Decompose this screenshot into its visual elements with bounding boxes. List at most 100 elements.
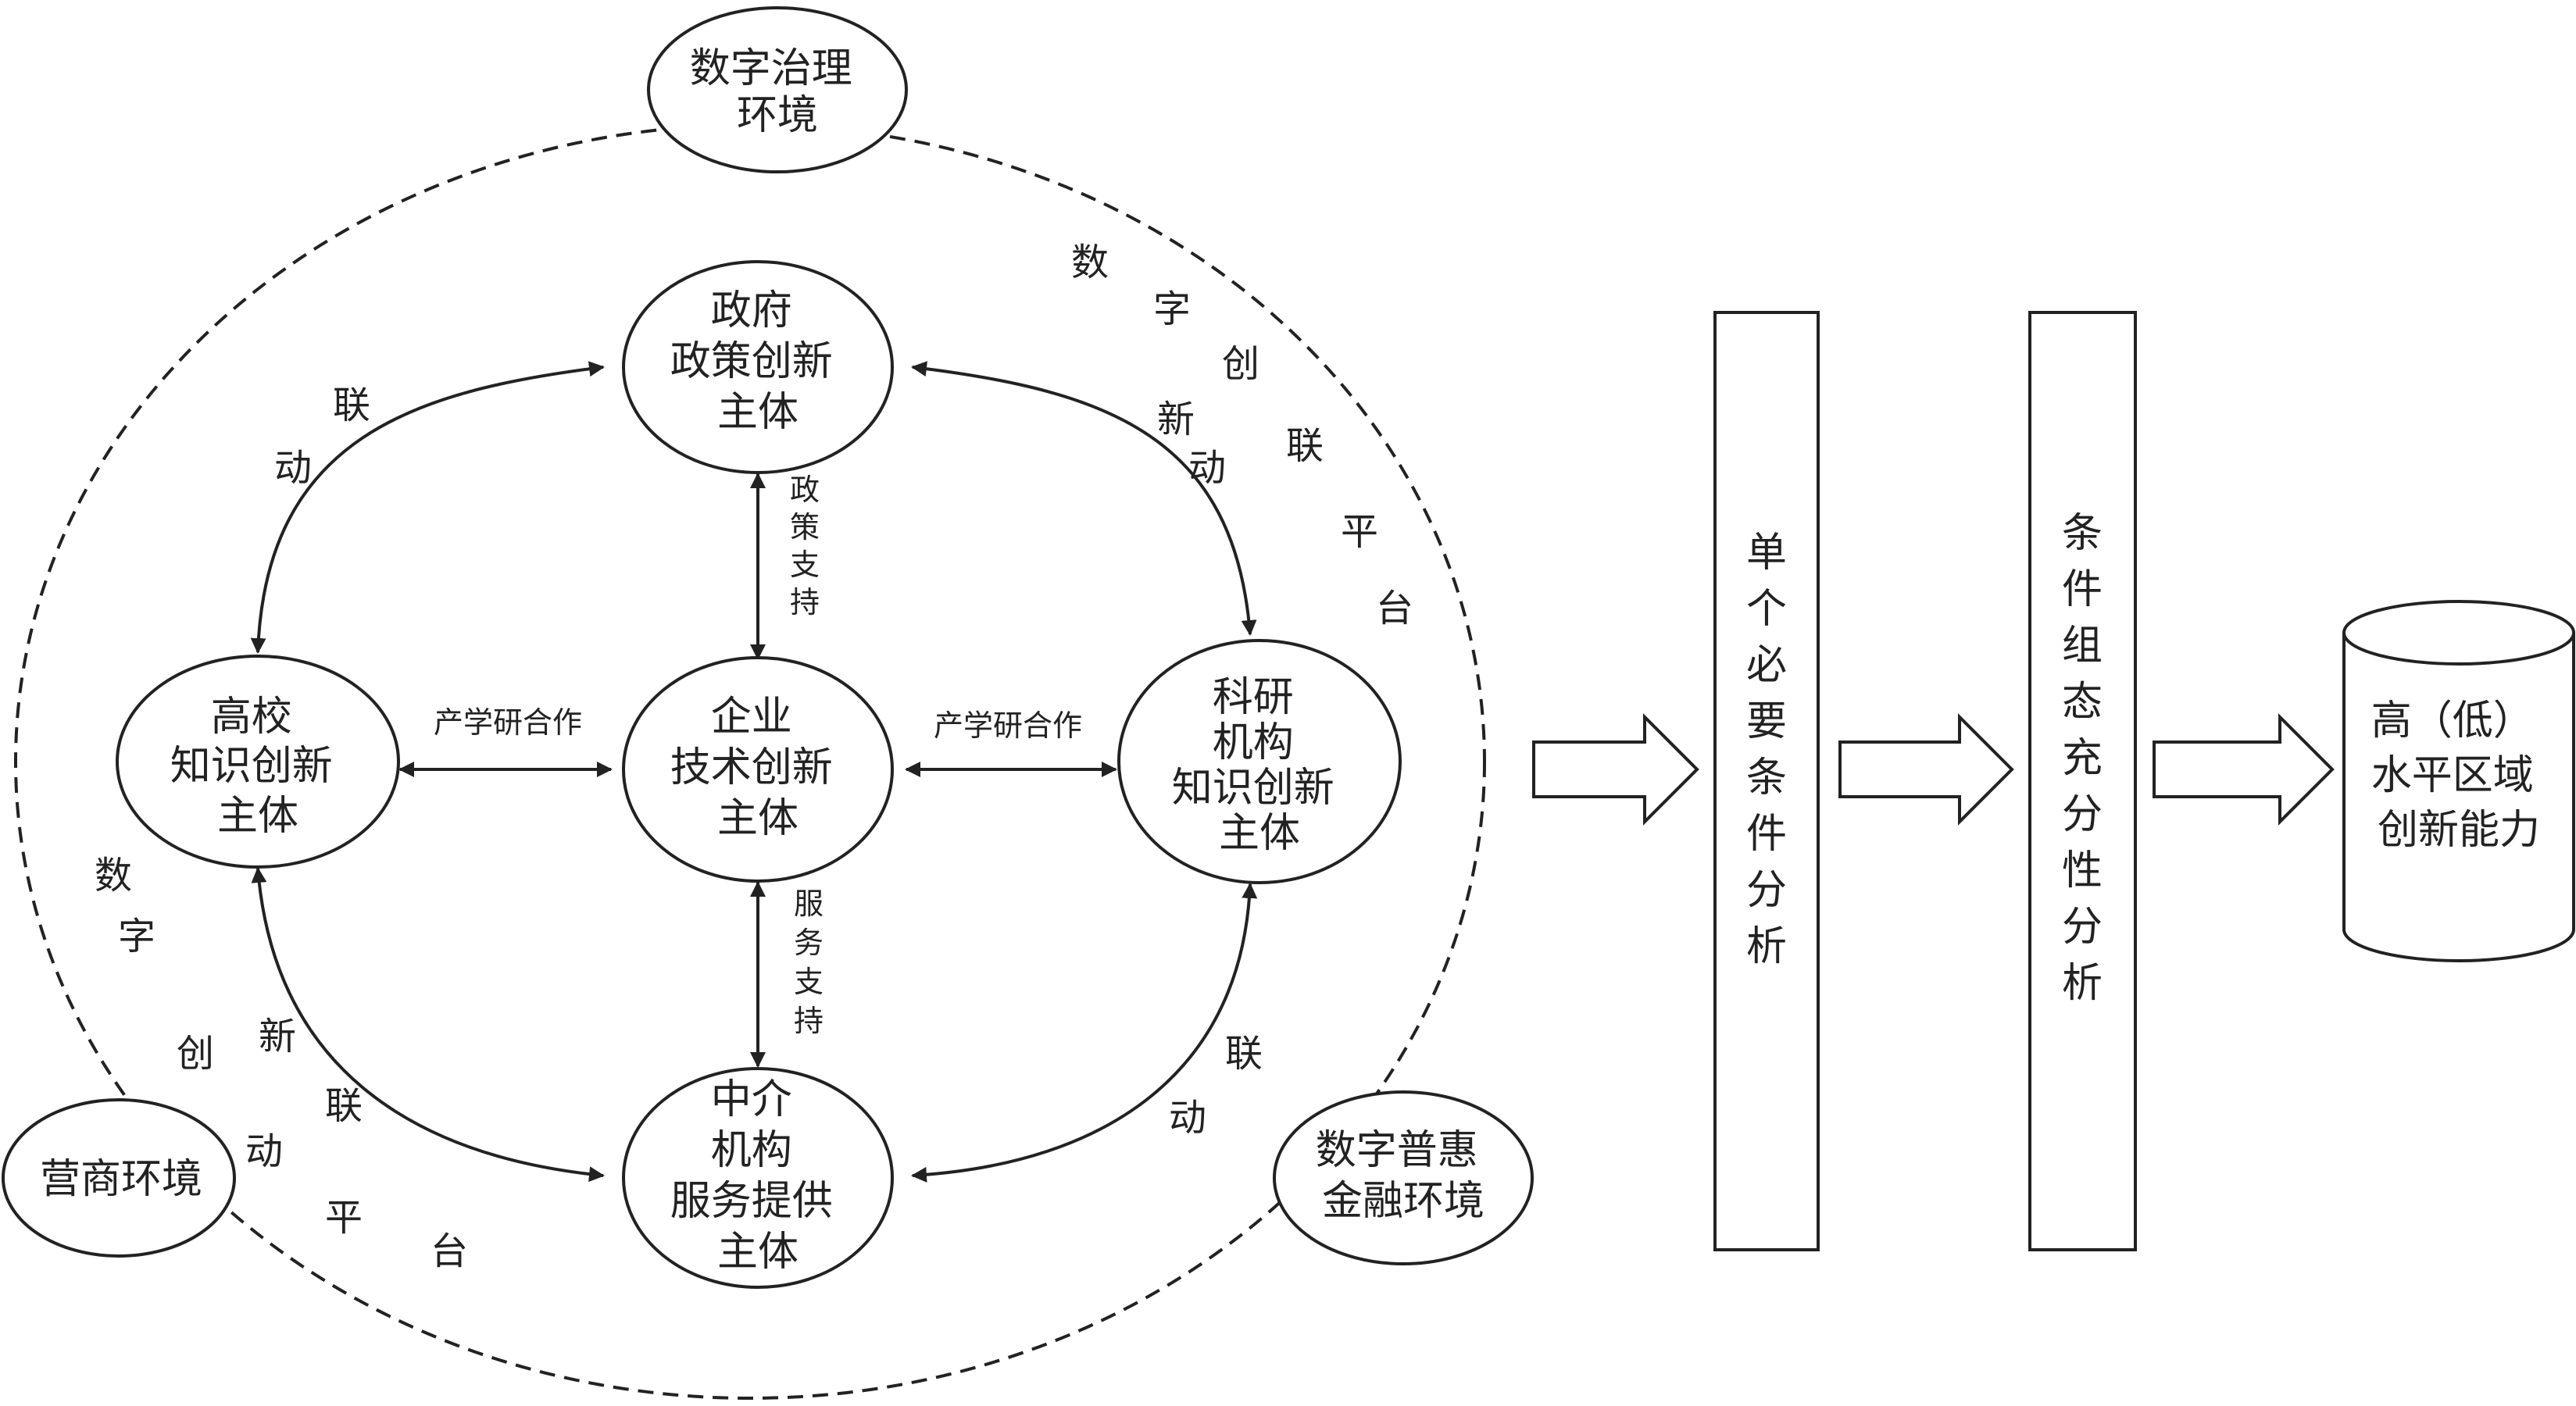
intermediary-line-1: 中介 [711, 1076, 792, 1123]
research-line-2: 机构 [1213, 719, 1294, 766]
platform-label-bottom-left-char: 联 [325, 1084, 363, 1128]
necessary-condition-label-char: 件 [1746, 811, 1787, 858]
necessary-condition-label-char: 析 [1746, 923, 1787, 970]
digital-finance-label: 数字普惠 金融环境 [1316, 1127, 1492, 1225]
iur-label-right: 产学研合作 [934, 708, 1082, 743]
service-support-label-char: 服 [794, 887, 824, 921]
linkage-label-bottom-right: 联动 [1169, 1032, 1263, 1140]
platform-label-bottom-left-char: 平 [325, 1196, 363, 1240]
configuration-label-char: 充 [2062, 735, 2103, 782]
business-env-line-1: 营商环境 [40, 1156, 202, 1203]
necessary-condition-label-char: 单 [1746, 530, 1787, 576]
enterprise-line-1: 企业 [711, 694, 792, 740]
necessary-condition-label-char: 条 [1746, 755, 1787, 801]
service-support-label-char: 务 [794, 926, 824, 960]
iur-label-left: 产学研合作 [434, 705, 582, 740]
platform-label-top-right-char: 联 [1286, 424, 1324, 468]
digital-finance-line-1: 数字普惠 [1316, 1127, 1478, 1174]
policy-support-label-char: 政 [790, 473, 820, 507]
result-cylinder [2342, 600, 2575, 962]
necessary-condition-label-char: 个 [1746, 586, 1787, 633]
research-line-1: 科研 [1213, 674, 1294, 721]
necessary-condition-label-char: 分 [1746, 867, 1787, 914]
government-line-3: 主体 [717, 389, 799, 436]
flow-arrow-1 [1532, 713, 1699, 826]
platform-label-top-right-char: 新 [1157, 398, 1195, 441]
result-line-2: 水平区域 [2371, 752, 2534, 799]
necessary-condition-label-char: 必 [1746, 642, 1787, 689]
configuration-label-char: 分 [2062, 791, 2103, 838]
configuration-label-char: 件 [2062, 566, 2103, 613]
linkage-arrow-gov-research [911, 361, 1257, 636]
result-label: 高（低） 水平区域 创新能力 [2371, 698, 2547, 854]
business-env-node [2, 1098, 236, 1258]
intermediary-line-4: 主体 [717, 1229, 799, 1276]
necessary-condition-box [1713, 311, 1820, 1251]
configuration-label-char: 态 [2062, 679, 2103, 726]
enterprise-node [622, 656, 894, 883]
digital-finance-line-2: 金融环境 [1322, 1178, 1485, 1225]
government-node [622, 260, 894, 474]
intermediary-label: 中介 机构 服务提供 主体 [670, 1076, 846, 1276]
platform-label-top-right-char: 创 [1222, 342, 1259, 386]
result-line-1: 高（低） [2371, 698, 2534, 744]
flow-arrow-3 [2153, 713, 2335, 826]
platform-label-bottom-left-char: 创 [177, 1032, 214, 1076]
platform-label-bottom-left-char: 动 [245, 1129, 283, 1173]
business-env-label: 营商环境 [40, 1156, 202, 1203]
intermediary-line-3: 服务提供 [670, 1178, 833, 1225]
flow-arrow-2 [1838, 713, 2014, 826]
university-line-3: 主体 [217, 793, 298, 840]
intermediary-line-2: 机构 [711, 1127, 792, 1174]
linkage-label-bottom-right-char: 联 [1225, 1032, 1263, 1076]
linkage-label-top-left-char: 动 [274, 446, 312, 490]
university-node [116, 655, 400, 869]
service-support-label-char: 持 [794, 1004, 824, 1038]
government-line-2: 政策创新 [670, 338, 833, 385]
configuration-label-char: 条 [2062, 510, 2103, 557]
configuration-label-char: 析 [2062, 960, 2103, 1007]
enterprise-line-3: 主体 [717, 795, 799, 842]
policy-support-label-char: 支 [790, 548, 820, 582]
policy-support-label-char: 持 [790, 585, 820, 619]
platform-label-bottom-left-char: 新 [259, 1015, 296, 1058]
enterprise-line-2: 技术创新 [670, 744, 833, 791]
government-line-1: 政府 [711, 287, 792, 334]
platform-label-top-right-char: 字 [1153, 287, 1191, 331]
university-label: 高校 知识创新 主体 [170, 694, 346, 840]
configuration-label-char: 性 [2062, 848, 2103, 894]
platform-label-top-right-char: 台 [1376, 587, 1413, 630]
digital-finance-node [1273, 1090, 1534, 1265]
linkage-arrow-university-intermediary [251, 867, 605, 1183]
platform-label-top-right-char: 动 [1188, 446, 1226, 490]
platform-label-bottom-left-char: 字 [118, 915, 155, 958]
linkage-label-bottom-right-char: 动 [1169, 1096, 1206, 1140]
policy-support-label-char: 策 [790, 510, 820, 544]
intermediary-node [622, 1067, 894, 1289]
university-line-1: 高校 [211, 694, 292, 740]
linkage-arrow-gov-university [250, 361, 605, 654]
platform-label-top-right-char: 平 [1341, 510, 1378, 554]
configuration-label-char: 分 [2062, 904, 2103, 951]
digital-governance-line-2: 环境 [737, 92, 818, 139]
platform-label-bottom-left-char: 数 [95, 854, 132, 897]
research-line-3: 知识创新 [1172, 765, 1334, 812]
platform-label-bottom-left-char: 台 [431, 1229, 468, 1273]
result-line-3: 创新能力 [2378, 807, 2540, 854]
linkage-arrow-research-intermediary [911, 883, 1258, 1183]
digital-governance-line-1: 数字治理 [690, 45, 852, 92]
necessary-condition-label-char: 要 [1746, 698, 1787, 745]
configuration-label-char: 组 [2062, 623, 2103, 669]
research-node [1117, 639, 1402, 884]
platform-label-top-right-char: 数 [1071, 241, 1109, 284]
research-line-4: 主体 [1219, 810, 1300, 857]
digital-governance-node [647, 6, 908, 173]
configuration-box [2028, 311, 2137, 1251]
